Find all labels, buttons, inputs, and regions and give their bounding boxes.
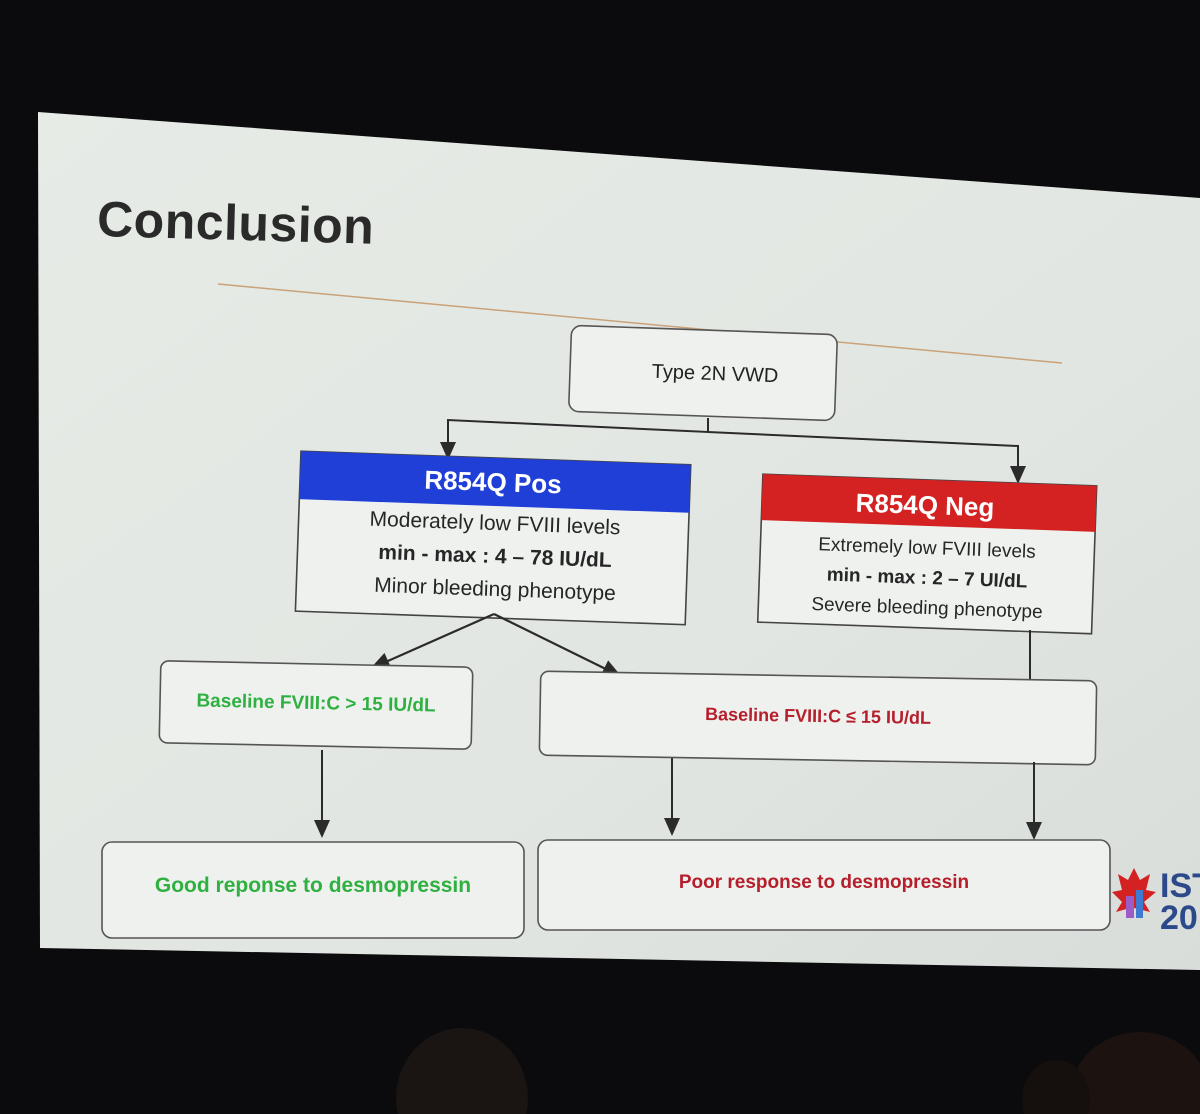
audience-head-far-right (1022, 1060, 1090, 1114)
good-response-box (101, 841, 525, 939)
audience-head-right (1070, 1032, 1200, 1114)
poor-response-label: Poor response to desmopressin (678, 872, 970, 893)
maple-leaf-icon (1112, 868, 1156, 918)
baseline-high-box (158, 660, 474, 750)
slide-title: Conclusion (96, 190, 376, 255)
good-response-label: Good reponse to desmopressin (154, 874, 472, 897)
neg-header (761, 474, 1097, 532)
poor-response-box (537, 839, 1111, 931)
pos-arrow-left (369, 612, 495, 670)
title-rule (217, 283, 1063, 364)
audience-head-left (396, 1028, 528, 1114)
root-connector (440, 418, 709, 460)
conference-logo-text: IST 20 (1160, 867, 1200, 937)
pos-arrow-right (493, 613, 622, 677)
root-connector-right (707, 431, 1026, 484)
baseline-low-box (538, 670, 1098, 766)
root-box (568, 324, 838, 422)
pos-header (299, 451, 691, 513)
